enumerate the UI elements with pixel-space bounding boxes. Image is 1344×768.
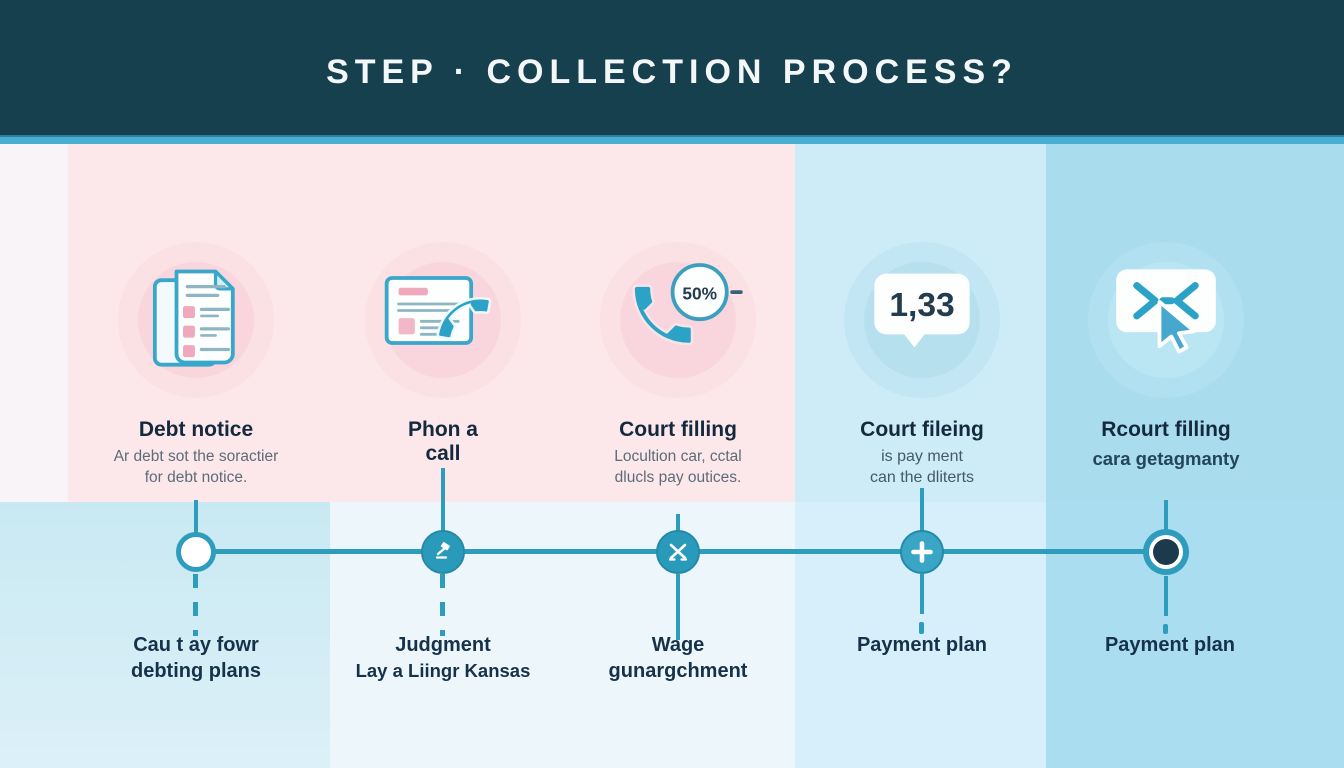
timeline-label-3: Wage gunargchment xyxy=(608,634,748,682)
background-band-bottom-4 xyxy=(1046,502,1344,768)
badge-value: 50% xyxy=(682,284,717,304)
header-accent-strip xyxy=(0,135,1344,144)
step-title: Court fileing xyxy=(860,418,984,441)
step-title: Court filling xyxy=(619,418,737,441)
step-title: Rcourt filling xyxy=(1101,418,1231,441)
header-banner: STEP · COLLECTION PROCESS? xyxy=(0,0,1344,135)
node-core-dot xyxy=(1153,539,1179,565)
node-inner-ring xyxy=(1149,535,1183,569)
timeline-connector xyxy=(920,488,924,552)
timeline-node-open-circle xyxy=(176,532,216,572)
timeline-tail-dash-bit xyxy=(919,622,924,634)
timeline-tail-solid xyxy=(920,574,924,614)
timeline-tail-dash-bit xyxy=(1163,624,1168,634)
background-band-bottom-2 xyxy=(330,502,795,768)
timeline-label-4: Payment plan xyxy=(856,634,988,656)
timeline-connector xyxy=(194,500,198,552)
step-debt-notice: Debt notice Ar debt sot the soractier fo… xyxy=(56,144,336,502)
page-title: STEP · COLLECTION PROCESS? xyxy=(326,53,1018,91)
gavel-icon xyxy=(435,542,450,559)
timeline-node-plus xyxy=(900,530,944,574)
envelope-cursor-icon xyxy=(1101,252,1231,382)
timeline-node-filled-dot xyxy=(1143,529,1189,575)
phone-with-badge-icon: 50% xyxy=(613,252,743,382)
timeline-tail-dashed xyxy=(440,574,445,636)
step-rcourt-filling: Rcourt filling cara getagmanty xyxy=(1026,144,1306,502)
timeline-label-5: Payment plan xyxy=(1104,634,1236,656)
plus-icon xyxy=(911,541,933,563)
step-court-fileing: 1,33 Court fileing is pay ment can the d… xyxy=(782,144,1062,502)
step-subtitle: Locultion car, cctal dlucls pay outices. xyxy=(614,448,742,486)
timeline-node-gavel xyxy=(421,530,465,574)
timeline-tail-solid xyxy=(1164,576,1168,616)
step-subtitle: Ar debt sot the soractier for debt notic… xyxy=(113,448,279,486)
step-court-filling: 50% Court filling Locultion car, cctal d… xyxy=(538,144,818,502)
crossed-swords-icon xyxy=(668,543,688,561)
timeline-node-crossed-swords xyxy=(656,530,700,574)
background-band-top-left xyxy=(0,144,68,502)
step-title: Phon a call xyxy=(407,418,478,465)
timeline-label-1: Cau t ay fowr debting plans xyxy=(131,634,261,682)
step-subtitle: cara getagmanty xyxy=(1092,448,1240,469)
step-title: Debt notice xyxy=(138,418,254,441)
timeline-connector xyxy=(441,468,445,552)
bubble-value: 1,33 xyxy=(889,287,954,324)
timeline-tail-dashed xyxy=(193,574,198,636)
cursor-arrow xyxy=(1157,299,1197,354)
timeline-label-2: Judgment Lay a Liingr Kansas xyxy=(355,634,531,681)
step-subtitle: is pay ment can the dliterts xyxy=(869,448,975,486)
letter-with-phone-icon xyxy=(378,252,508,382)
speech-bubble-icon: 1,33 xyxy=(857,252,987,382)
timeline-tail-solid xyxy=(676,574,680,640)
timeline-connector xyxy=(1164,500,1168,552)
step-phone-call: Phon a call xyxy=(303,144,583,502)
stacked-documents-icon xyxy=(131,252,261,382)
background-band-bottom-1 xyxy=(0,502,330,768)
